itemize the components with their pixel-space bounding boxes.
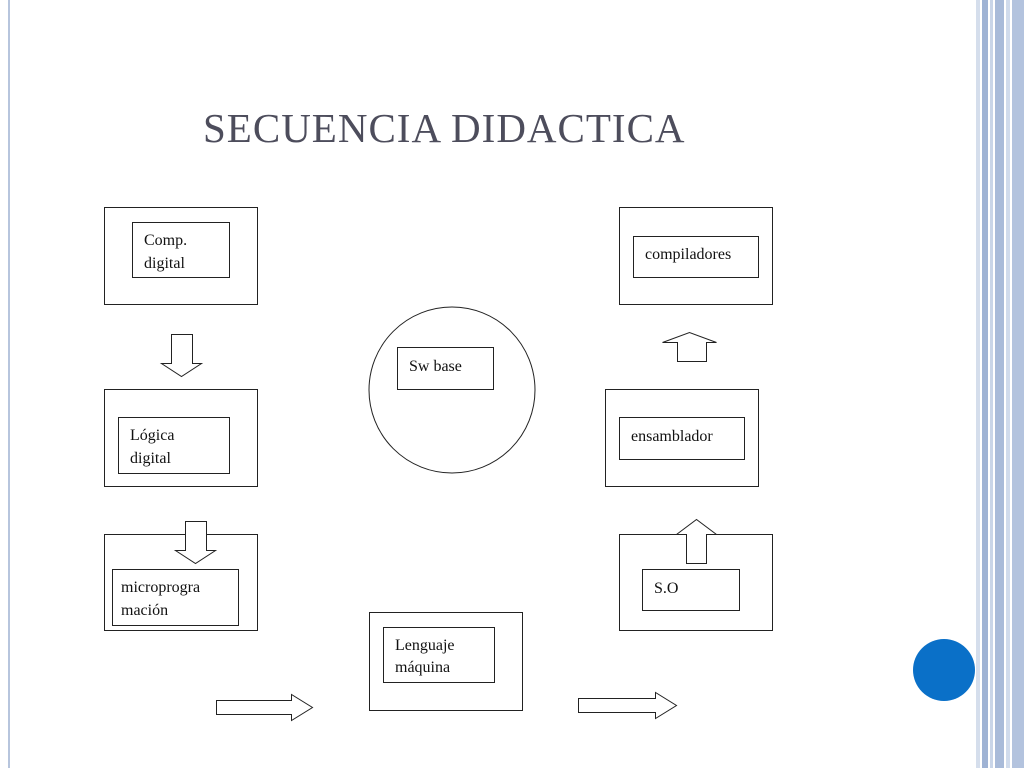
arrow-up-ensamblador-to-compiladores [662, 331, 717, 362]
node-so-label: S.O [654, 580, 678, 597]
arrow-up-so-to-ensamblador [675, 518, 718, 564]
node-ensamblador-label: ensamblador [631, 428, 713, 445]
node-compiladores-label: compiladores [645, 246, 731, 263]
arrow-down-logica-to-micro [173, 521, 218, 565]
node-logica-digital: Lógica digital [104, 389, 258, 487]
node-lenguaje-maquina: Lenguaje máquina [369, 612, 523, 711]
arrow-right-lenguaje-to-so [578, 691, 678, 720]
node-microprogramacion-line-2: mación [121, 602, 168, 619]
node-comp-digital-line-1: Comp. [144, 232, 187, 249]
node-comp-digital-line-2: digital [144, 255, 185, 272]
left-decorative-rule [8, 0, 10, 768]
node-lenguaje-maquina-line-1: Lenguaje [395, 637, 455, 654]
node-lenguaje-maquina-line-2: máquina [395, 659, 450, 676]
node-compiladores: compiladores [619, 207, 773, 305]
node-sw-base-label: Sw base [409, 358, 462, 375]
node-so: S.O [619, 534, 773, 631]
node-logica-digital-line-2: digital [130, 450, 171, 467]
node-microprogramacion-line-1: microprogra [121, 579, 200, 596]
arrow-right-micro-to-lenguaje [216, 693, 314, 722]
node-sw-base: Sw base [368, 306, 536, 474]
right-decorative-stripes [976, 0, 1024, 768]
node-comp-digital: Comp. digital [104, 207, 258, 305]
slide-title: SECUENCIA DIDACTICA [203, 105, 686, 151]
arrow-down-comp-to-logica [159, 334, 204, 378]
node-logica-digital-line-1: Lógica [130, 427, 174, 444]
node-ensamblador: ensamblador [605, 389, 759, 487]
node-microprogramacion: microprogra mación [104, 534, 258, 631]
accent-dot [913, 639, 975, 701]
